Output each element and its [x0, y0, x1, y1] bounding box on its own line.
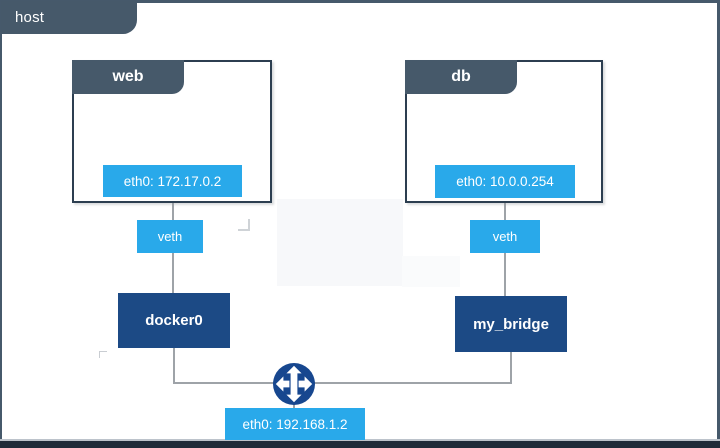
container-web: web eth0: 172.17.0.2	[72, 60, 272, 203]
container-db-tab: db	[405, 60, 517, 94]
host-frame-border-left	[0, 0, 2, 448]
connector-docker0-to-bus	[173, 348, 175, 384]
connector-veth-to-docker0	[172, 253, 174, 293]
router-icon-svg	[273, 363, 315, 405]
host-frame-border-right	[717, 0, 720, 448]
router-icon	[272, 362, 316, 406]
container-db: db eth0: 10.0.0.254	[405, 60, 603, 203]
web-eth0-label: eth0: 172.17.0.2	[123, 173, 222, 189]
host-eth0-badge: eth0: 192.168.1.2	[225, 408, 365, 440]
bridge-docker0-label: docker0	[145, 312, 203, 329]
bridge-docker0: docker0	[118, 293, 230, 348]
container-web-tab: web	[72, 60, 184, 94]
veth-web-label: veth	[157, 229, 183, 244]
db-eth0-badge: eth0: 10.0.0.254	[435, 165, 575, 198]
host-frame-border-bottom	[0, 441, 720, 448]
host-tab: host	[1, 1, 137, 34]
host-label: host	[15, 9, 45, 26]
host-frame-shadow	[0, 439, 720, 441]
web-eth0-badge: eth0: 172.17.0.2	[103, 165, 242, 197]
bridge-my-bridge: my_bridge	[455, 296, 567, 352]
corner-artifact-mark	[99, 351, 107, 358]
connector-veth-to-mybridge	[504, 253, 506, 296]
faded-watermark-rect	[277, 199, 403, 286]
host-eth0-label: eth0: 192.168.1.2	[242, 416, 348, 432]
connector-web-to-veth	[172, 203, 174, 220]
container-db-title: db	[451, 68, 471, 85]
veth-badge-db: veth	[470, 220, 540, 253]
corner-artifact-mark	[238, 219, 250, 231]
host-frame-border-top	[0, 0, 720, 3]
connector-db-to-veth	[504, 203, 506, 220]
bridge-my-bridge-label: my_bridge	[473, 315, 549, 333]
veth-badge-web: veth	[137, 220, 203, 253]
container-web-title: web	[112, 68, 144, 85]
faded-watermark-rect	[402, 256, 460, 287]
veth-db-label: veth	[492, 229, 518, 244]
connector-horizontal-bus	[173, 382, 512, 384]
connector-mybridge-to-bus	[510, 352, 512, 383]
db-eth0-label: eth0: 10.0.0.254	[456, 174, 554, 189]
